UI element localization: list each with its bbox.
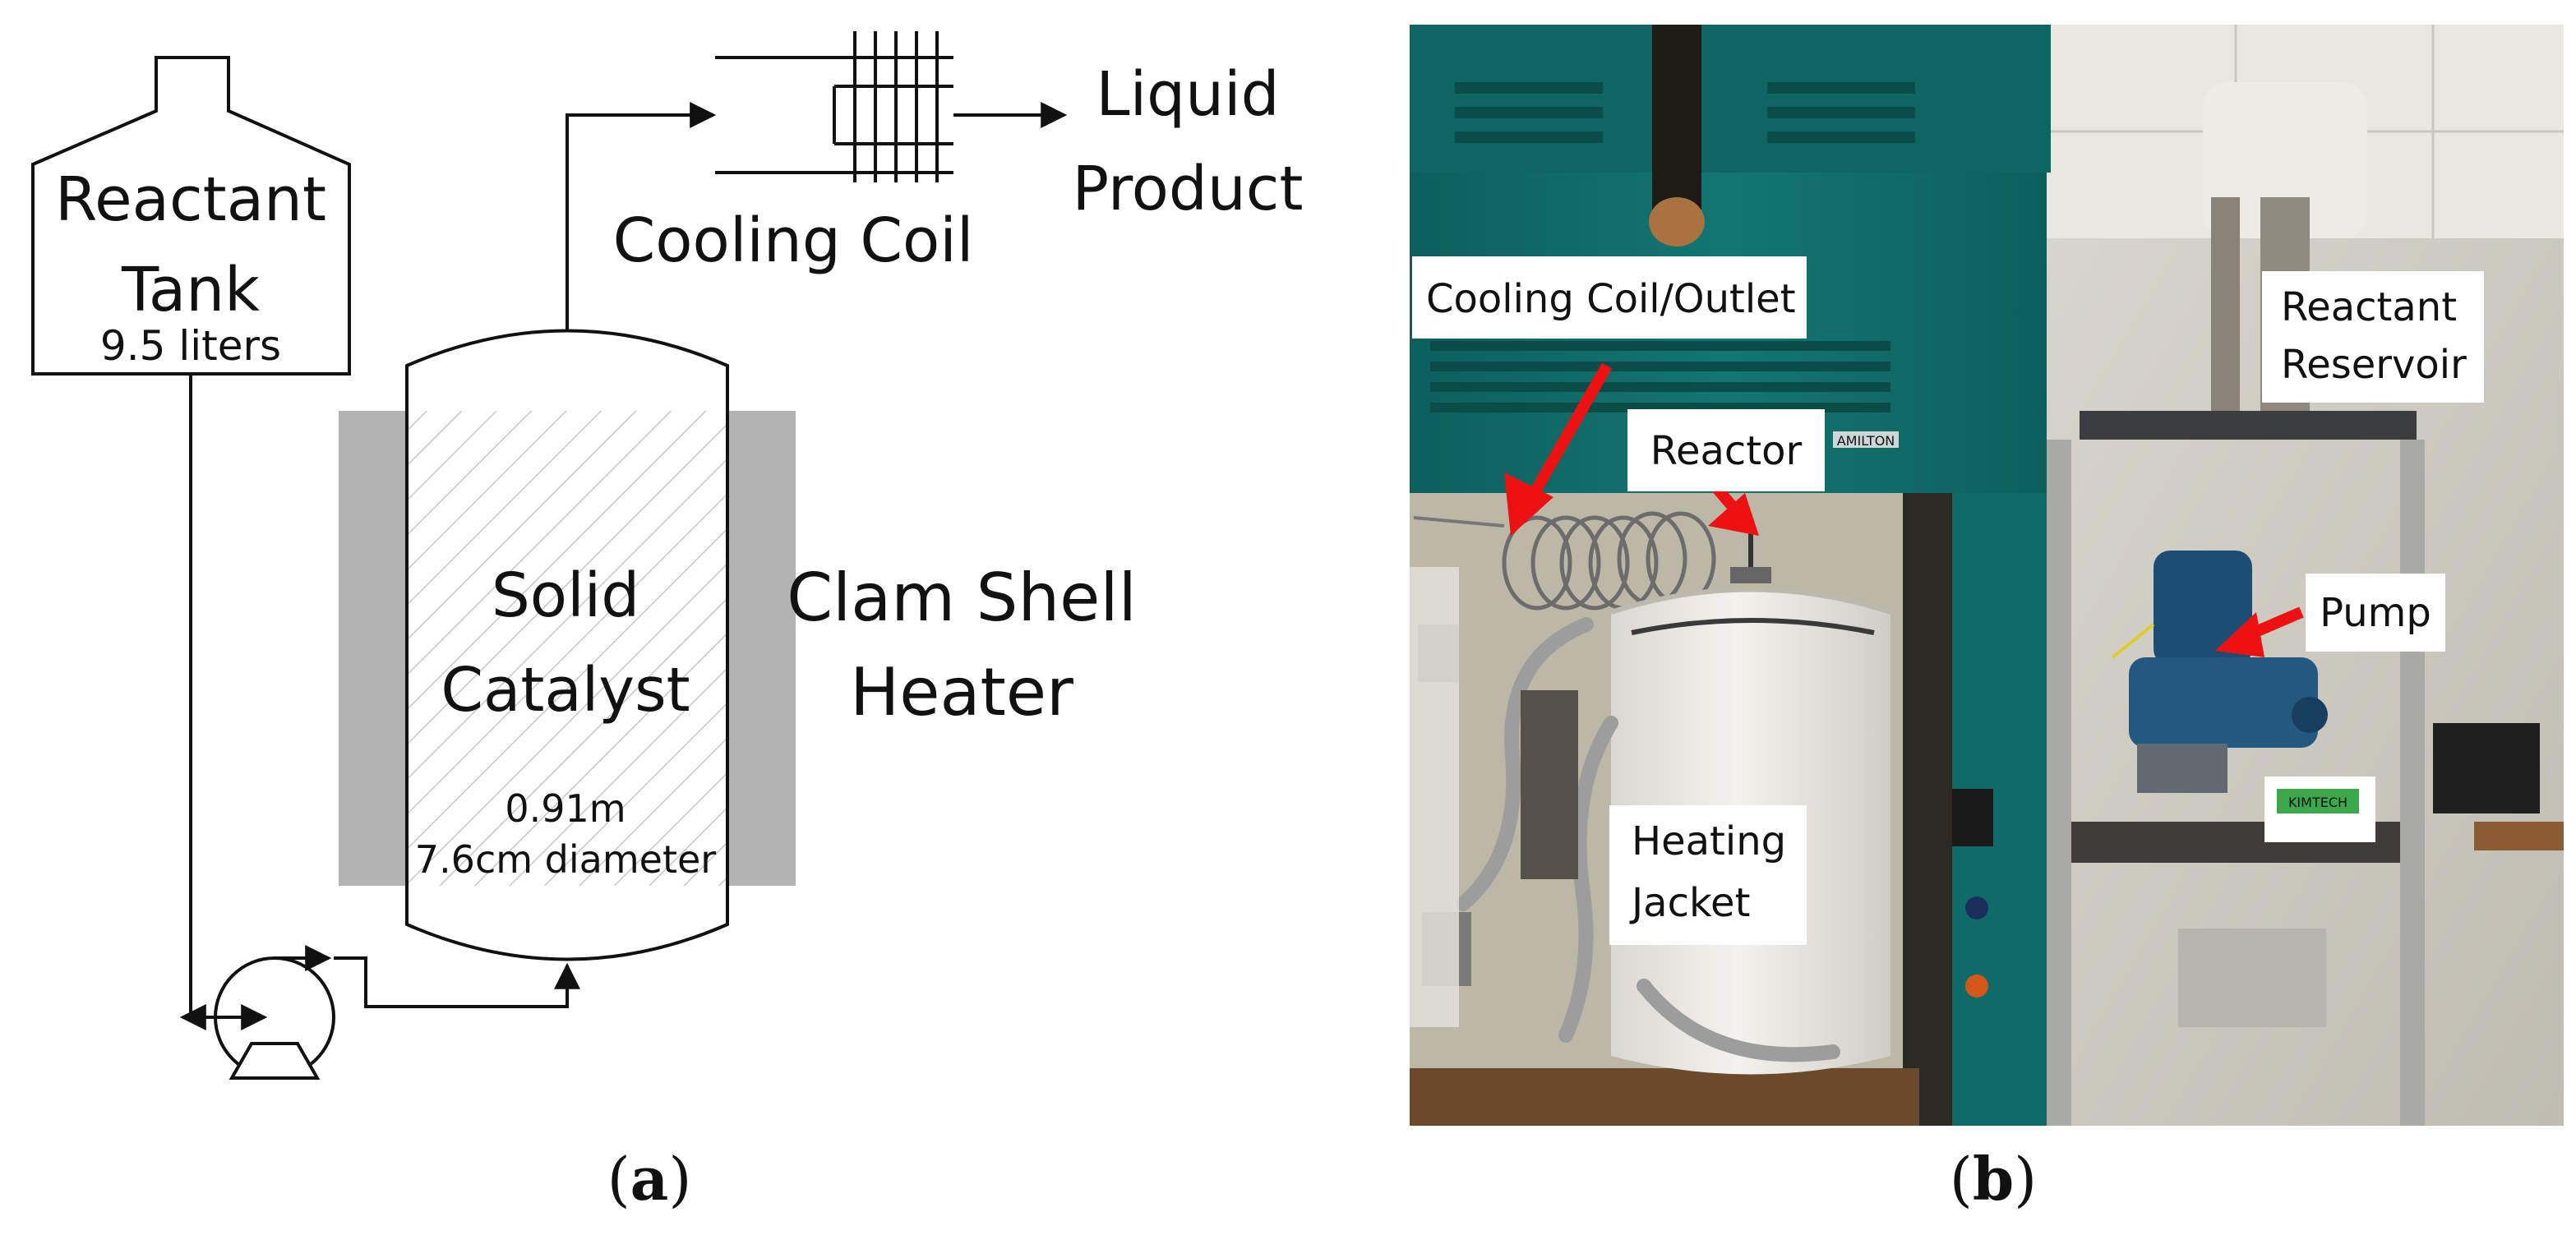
photo-labels: Cooling Coil/Outlet Reactor Reactant Res… [1412,256,2484,945]
cooling-coil-label: Cooling Coil [613,205,974,276]
arrow-reactor-icon [1708,493,1759,536]
hood-brand: AMILTON [1837,433,1895,449]
heater-label-line2: Heater [850,654,1073,730]
label-heating-line2: Jacket [1629,880,1750,926]
tank-volume: 9.5 liters [100,322,281,370]
knob-1 [1965,896,1988,919]
label-pump: Pump [2320,590,2431,636]
label-reservoir-line2: Reservoir [2281,342,2467,388]
heater-label-line1: Clam Shell [787,560,1137,636]
label-reactor: Reactor [1650,428,1803,474]
catalyst-label-line2: Catalyst [441,655,690,726]
label-box-heating [1609,805,1807,945]
caption-a: (a) [607,1144,692,1214]
caption-b: (b) [1950,1144,2038,1214]
arrow-pump-icon [2215,612,2264,657]
knob-2 [1965,975,1988,998]
schematic-panel: Reactant Tank 9.5 liters Solid Catalyst … [31,31,1304,1214]
label-box-reservoir [2262,271,2484,403]
reactor-length: 0.91m [505,786,626,831]
label-reservoir-line1: Reactant [2281,284,2457,330]
reactor-diameter: 7.6cm diameter [415,837,716,882]
arrow-cooling-icon [1504,472,1553,536]
tank-label-line1: Reactant [55,164,326,235]
liquid-label: Liquid [1096,59,1279,130]
pump-icon [179,945,335,1080]
feed-line-to-reactor [334,956,580,1008]
label-box-reactor [1627,409,1825,491]
reactant-reservoir-photo [2203,82,2367,238]
reactant-tank [31,56,351,376]
catalyst-label-line1: Solid [492,560,639,631]
photo-panel: AMILTON [1410,25,2564,1214]
hood-vents-mid [1430,341,1890,412]
conduits [1456,617,1840,1062]
catalyst-bed [409,411,726,886]
steel-shelf [2047,411,2425,1126]
hood-vents-top [1455,82,1915,143]
label-box-cooling [1412,256,1807,339]
tank-label-line2: Tank [121,255,260,325]
pump-photo [2111,551,2328,793]
cooling-coil [715,31,953,182]
label-heating-line1: Heating [1632,818,1786,864]
outlet-line [566,102,717,330]
wipes-brand: KIMTECH [2288,795,2347,810]
label-box-pump [2306,574,2445,652]
label-cooling: Cooling Coil/Outlet [1426,276,1796,322]
product-label: Product [1073,154,1304,224]
red-arrows [1504,362,2304,657]
